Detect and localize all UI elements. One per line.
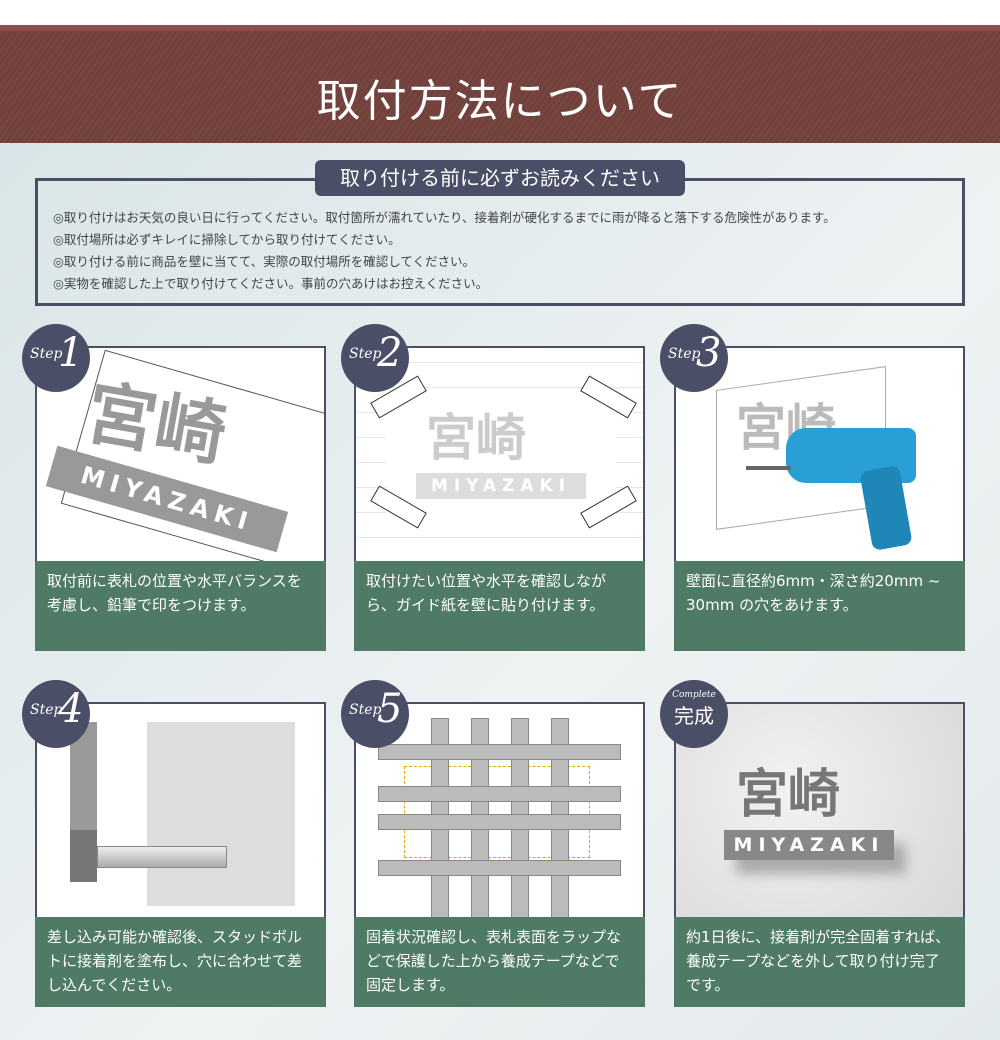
step-card-3: 宮崎 壁面に直径約6mm・深さ約20mm ~ 30mm の穴をあけます。 bbox=[674, 346, 965, 651]
step-card-complete: 宮崎 MIYAZAKI 約1日後に、接着剤が完全固着すれば、養成テープなどを外し… bbox=[674, 702, 965, 1007]
step-card-5: 固着状況確認し、表札表面をラップなどで保護した上から養成テープなどで固定します。 bbox=[354, 702, 645, 1007]
step-card-1: 宮崎 MIYAZAKI 取付前に表札の位置や水平バランスを考慮し、鉛筆で印をつけ… bbox=[35, 346, 326, 651]
notice-box: ◎取り付けはお天気の良い日に行ってください。取付箇所が濡れていたり、接着剤が硬化… bbox=[35, 178, 965, 306]
step-4-image bbox=[37, 704, 324, 918]
stud-bolt-icon bbox=[97, 846, 227, 868]
sign-plate: MIYAZAKI bbox=[724, 830, 894, 860]
step-caption: 取付けたい位置や水平を確認しながら、ガイド紙を壁に貼り付けます。 bbox=[354, 561, 645, 651]
notice-item: ◎取り付ける前に商品を壁に当てて、実際の取付場所を確認してください。 bbox=[53, 254, 476, 269]
notice-item: ◎取り付けはお天気の良い日に行ってください。取付箇所が濡れていたり、接着剤が硬化… bbox=[53, 210, 836, 225]
step-caption: 取付前に表札の位置や水平バランスを考慮し、鉛筆で印をつけます。 bbox=[35, 561, 326, 651]
sign-kanji: 宮崎 bbox=[426, 408, 526, 467]
complete-image: 宮崎 MIYAZAKI bbox=[676, 704, 963, 918]
step-5-image bbox=[356, 704, 643, 918]
step-3-image: 宮崎 bbox=[676, 348, 963, 562]
step-caption: 壁面に直径約6mm・深さ約20mm ~ 30mm の穴をあけます。 bbox=[674, 561, 965, 651]
header-band: 取付方法について bbox=[0, 25, 1000, 143]
step-caption: 約1日後に、接着剤が完全固着すれば、養成テープなどを外して取り付け完了です。 bbox=[674, 917, 965, 1007]
notice-item: ◎実物を確認した上で取り付けてください。事前の穴あけはお控えください。 bbox=[53, 276, 489, 291]
notice-item: ◎取付場所は必ずキレイに掃除してから取り付けてください。 bbox=[53, 232, 401, 247]
top-strip bbox=[0, 0, 1000, 25]
step-caption: 差し込み可能か確認後、スタッドボルトに接着剤を塗布し、穴に合わせて差し込んでくだ… bbox=[35, 917, 326, 1007]
step-2-image: 宮崎 MIYAZAKI bbox=[356, 348, 643, 562]
sign-plate: MIYAZAKI bbox=[416, 473, 586, 499]
step-caption: 固着状況確認し、表札表面をラップなどで保護した上から養成テープなどで固定します。 bbox=[354, 917, 645, 1007]
notice-label: 取り付ける前に必ずお読みください bbox=[315, 160, 685, 196]
step-card-2: 宮崎 MIYAZAKI 取付けたい位置や水平を確認しながら、ガイド紙を壁に貼り付… bbox=[354, 346, 645, 651]
sign-kanji: 宮崎 bbox=[736, 764, 841, 825]
page-title: 取付方法について bbox=[316, 76, 684, 127]
step-card-4: 差し込み可能か確認後、スタッドボルトに接着剤を塗布し、穴に合わせて差し込んでくだ… bbox=[35, 702, 326, 1007]
